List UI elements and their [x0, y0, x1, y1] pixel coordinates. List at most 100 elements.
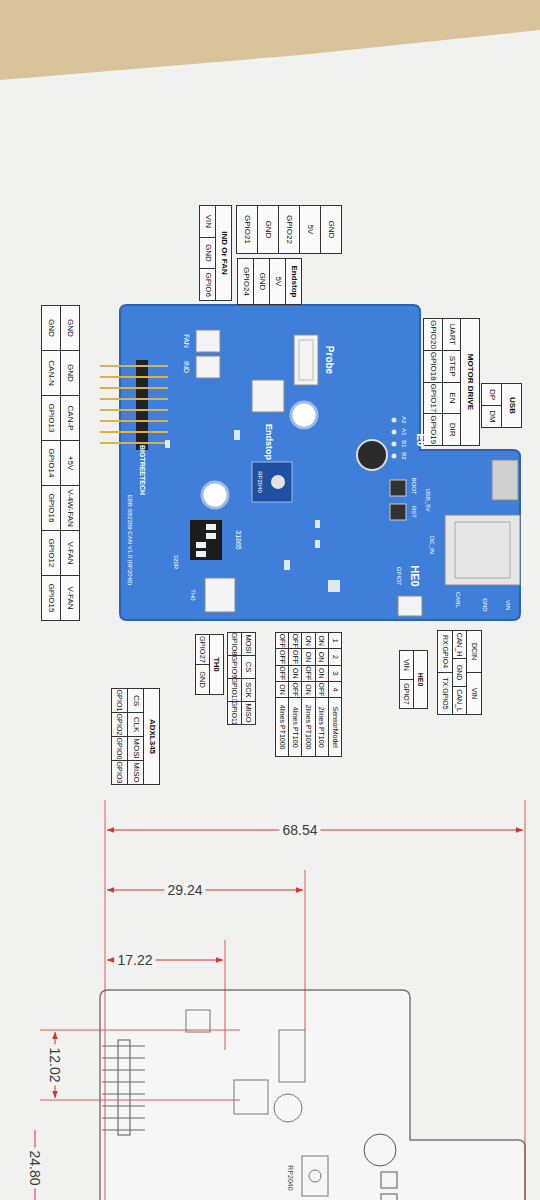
table-cell: VIN — [199, 205, 216, 238]
drawing-pin — [102, 1058, 145, 1059]
header-pins — [100, 366, 168, 443]
table-cell: 4 — [328, 681, 342, 698]
fan-connector — [196, 330, 220, 352]
table-cell: GPIO0 — [111, 736, 128, 761]
pcb-board — [120, 305, 520, 620]
table-cell: OFF — [288, 681, 302, 698]
table-cell: 2 — [328, 648, 342, 665]
table-cell: 4lines PT100 — [288, 697, 302, 757]
drawing-label: RP2040 — [286, 1165, 293, 1190]
table-cell: OFF — [275, 665, 289, 682]
table-cell: CS — [241, 655, 256, 679]
table-cell: GPIO22 — [278, 205, 300, 254]
table-cell: OFF — [275, 648, 289, 665]
table-cell: 3 — [328, 665, 342, 682]
table-cell: ON — [301, 648, 315, 665]
board-label: E0 — [414, 433, 426, 446]
board-label: USB_5V — [425, 488, 431, 511]
header-pin — [100, 431, 168, 433]
table-cell: OFF — [288, 648, 302, 665]
drawing-pin — [102, 1094, 145, 1095]
ind-connector — [196, 356, 220, 378]
table-cell: SensorModel — [328, 697, 342, 757]
mounting-hole — [291, 402, 317, 428]
table-cell: VIN — [399, 650, 414, 680]
drawing-pin — [102, 1118, 145, 1119]
table-cell: GPIO10 — [227, 678, 242, 702]
table-cell: GND — [60, 305, 80, 351]
table-cell: SCK — [241, 678, 256, 702]
table-cell: OFF — [288, 632, 302, 649]
chip-label: RP2040 — [257, 471, 263, 493]
table-cell: GPIO9 — [227, 655, 242, 679]
board-label: HE0 — [408, 565, 420, 586]
board-outline-drawing — [100, 990, 525, 1200]
reset-button — [390, 504, 406, 520]
table-cell: IND Or FAN — [215, 205, 232, 301]
table-cell: USB — [501, 383, 522, 428]
drawing-pin — [102, 1082, 145, 1083]
table-cell: MISO — [127, 760, 144, 785]
table-cell: GPIO2 — [111, 712, 128, 737]
table-cell: CAN_H — [452, 630, 468, 659]
board-label: 320R — [173, 555, 179, 569]
table-cell: V-FAN — [60, 575, 80, 621]
header-pin — [100, 376, 168, 378]
header-pin — [100, 420, 168, 422]
smd-parts — [165, 430, 340, 592]
table-cell: V-4W-FAN — [60, 485, 80, 531]
boot-button — [390, 480, 406, 496]
table-cell: 4lines PT1000 — [275, 697, 289, 757]
dimension-value: 68.54 — [279, 823, 320, 838]
drawing-button — [381, 1194, 397, 1200]
table-cell: ON — [301, 632, 315, 649]
drawing-button — [381, 1172, 397, 1188]
table-cell: GPIO16 — [41, 485, 61, 531]
board-label: VIN — [505, 600, 511, 610]
drawing-chip — [302, 1156, 328, 1196]
table-cell: GND — [452, 658, 468, 687]
table-cell: UART — [442, 318, 462, 351]
table-cell: GPIO14 — [41, 440, 61, 486]
probe-connector-inner — [299, 340, 313, 380]
drawing-endstop-connector — [234, 1080, 268, 1114]
table-cell: MOSI — [241, 632, 256, 656]
table-cell: GPIO3 — [111, 760, 128, 785]
board-label: BOOT — [411, 477, 417, 494]
table-cell: DCIN — [466, 630, 482, 673]
table-cell: GPIO11 — [227, 701, 242, 725]
table-cell: GPIO6 — [199, 268, 216, 301]
drawing-capacitor — [364, 1134, 396, 1166]
pin-label: B2 — [401, 452, 407, 459]
board-label: RST — [411, 506, 417, 518]
usb-port — [492, 460, 518, 500]
drawing-fan-connector — [186, 1010, 210, 1032]
th0-connector — [205, 578, 235, 612]
table-cell: GPIO18 — [423, 350, 443, 383]
table-cell: MISO — [241, 701, 256, 725]
table-cell: EN — [442, 382, 462, 415]
table-cell: GND — [199, 237, 216, 270]
table-cell: CAN-N — [41, 350, 61, 396]
table-cell: ON — [275, 681, 289, 698]
table-cell: OFF — [275, 632, 289, 649]
board-label: DC_IN — [429, 536, 435, 554]
table-cell: GPIO24 — [237, 258, 254, 305]
rp2040-chip — [252, 462, 292, 502]
power-connector-inner — [455, 522, 510, 578]
board-label: GND — [482, 598, 488, 611]
dip-levers — [196, 524, 216, 557]
drawing-header — [118, 1040, 130, 1135]
table-cell: DM — [481, 405, 502, 428]
table-cell: GPIO7 — [399, 679, 414, 709]
extension-lines — [40, 800, 525, 1200]
probe-connector — [294, 335, 318, 385]
drawing-pin — [102, 1046, 145, 1047]
mounting-hole — [202, 482, 228, 508]
table-cell: GPIO15 — [41, 575, 61, 621]
table-cell: GPIO13 — [41, 395, 61, 441]
table-cell: ON — [301, 681, 315, 698]
table-cell: TH0 — [209, 634, 224, 695]
table-cell: GPIO19 — [423, 413, 443, 446]
